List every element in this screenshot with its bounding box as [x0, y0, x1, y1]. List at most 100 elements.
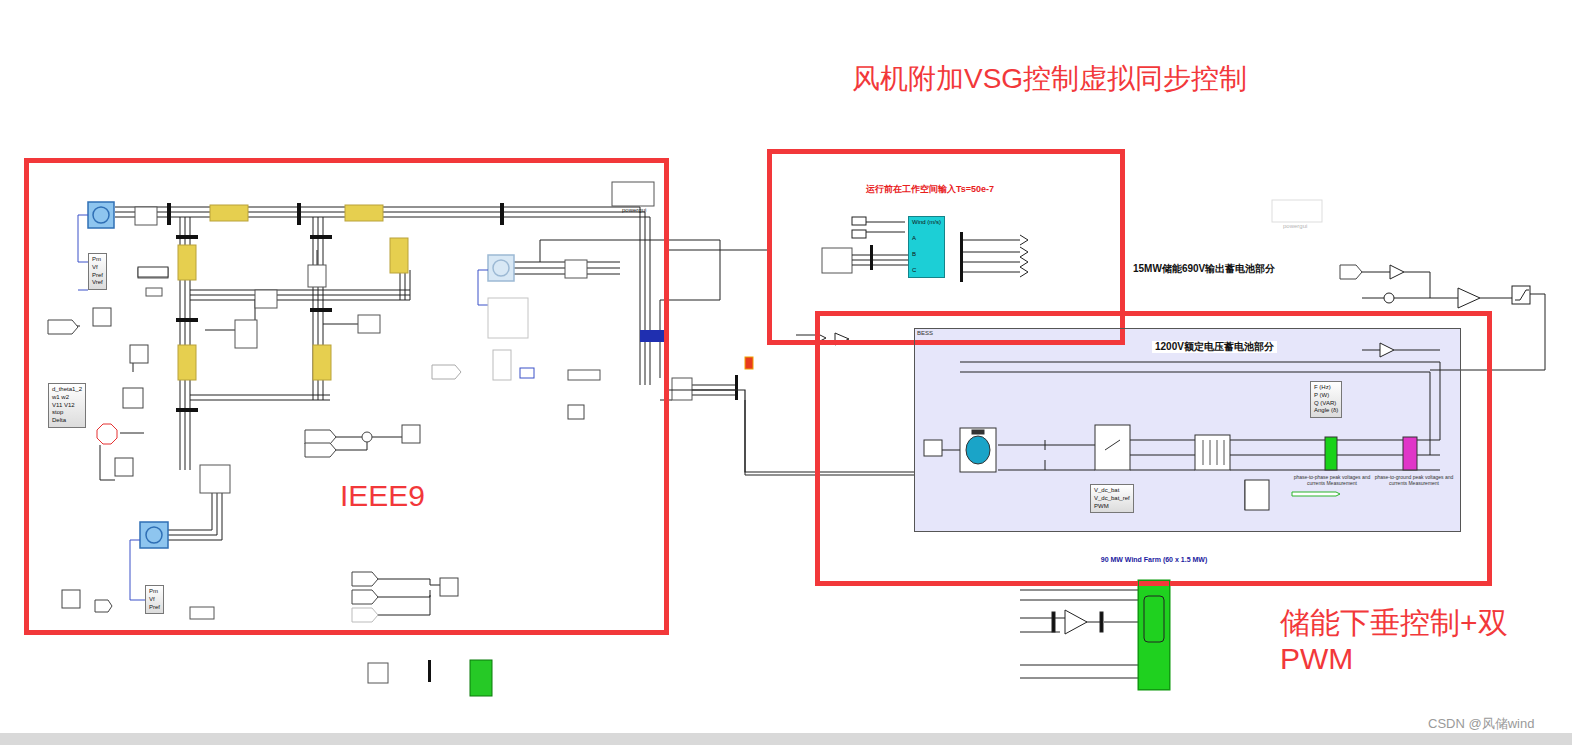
- bess-components: [972, 430, 984, 434]
- control-signal-wire: [478, 270, 488, 305]
- generator-symbol: [88, 202, 114, 228]
- scope-symbol: [130, 345, 148, 363]
- port-label: P (W): [1314, 392, 1338, 400]
- scope-mux-block: d_theta1_2w1 w2V11 V12stopDelta: [48, 383, 86, 428]
- ieee9-wiring: [190, 395, 330, 400]
- port-label: Pref: [92, 272, 103, 280]
- generator-symbol: [93, 207, 109, 223]
- bus-bar: [735, 375, 738, 400]
- port-label: Wind (m/s): [912, 219, 941, 227]
- misc-symbol: [362, 432, 372, 442]
- input-port: [48, 320, 78, 334]
- model-block: [520, 368, 534, 378]
- input-port: [95, 600, 112, 612]
- right-control-wiring: [1512, 286, 1530, 304]
- model-block: [1272, 200, 1322, 222]
- power-wire: [669, 390, 914, 472]
- model-block: [200, 465, 230, 493]
- bess-components: [1203, 440, 1224, 465]
- ieee9-wiring: [400, 270, 410, 300]
- port-label: Q (VAR): [1314, 400, 1338, 408]
- vsg-wiring: [852, 255, 908, 265]
- bess-components: [1325, 437, 1337, 470]
- storage-region: F (Hz)P (W)Q (VAR)Angle (δ)V_dc_batV_dc_…: [815, 311, 1492, 586]
- right-control-wiring: [1390, 265, 1404, 279]
- model-block: [565, 260, 587, 278]
- scope-symbol: [440, 578, 458, 596]
- vsg-wiring: [963, 240, 1020, 272]
- misc-symbol: [640, 330, 664, 342]
- bess-components: [924, 425, 1417, 510]
- model-block: [255, 290, 277, 308]
- bus-bar: [176, 235, 198, 239]
- model-block: [308, 265, 326, 287]
- subsystem-label: 1200V额定电压蓄电池部分: [1152, 341, 1277, 353]
- input-port: [432, 365, 461, 379]
- control-signal-wire: [78, 215, 488, 600]
- misc-symbol: [97, 424, 117, 444]
- bus-bar: [176, 408, 198, 412]
- port-label: Pref: [149, 604, 160, 612]
- input-port: [352, 572, 378, 586]
- generator-control-block: PmVfPrefVref: [88, 253, 107, 290]
- bus-bar: [870, 245, 873, 270]
- bess-components: [1403, 437, 1417, 470]
- right-control-wiring: [1380, 343, 1394, 357]
- input-port: [305, 443, 336, 457]
- port-label: PWM: [1094, 503, 1130, 511]
- model-block: [568, 370, 600, 380]
- model-block: [235, 320, 257, 348]
- model-block: [190, 607, 214, 619]
- port-label: Delta: [52, 417, 82, 425]
- status-bar: [0, 733, 1572, 745]
- wind-farm-wiring: [1144, 596, 1164, 642]
- scope-symbol: [62, 590, 80, 608]
- right-control-wiring: [1384, 293, 1394, 303]
- model-block: [146, 288, 162, 296]
- transmission-line-block: [178, 245, 196, 280]
- ieee9-wiring: [640, 207, 650, 385]
- bess-components: [966, 436, 990, 464]
- region-label: 风机附加VSG控制虚拟同步控制: [852, 62, 1247, 96]
- transmission-line-block: [313, 345, 331, 380]
- control-signal-wire: [78, 215, 88, 290]
- bess-panel-fill: [914, 328, 1461, 532]
- transmission-line-block: [345, 205, 383, 221]
- generator-symbol: [146, 527, 162, 543]
- misc-symbol: [97, 330, 753, 696]
- block-title: 90 MW Wind Farm (60 x 1.5 MW): [1099, 556, 1209, 564]
- block-name: phase-to-phase peak voltages and current…: [1288, 474, 1376, 486]
- wind-farm-block: 90 MW Wind Farm (60 x 1.5 MW): [1138, 580, 1170, 690]
- port-label: Pm: [92, 256, 103, 264]
- ieee9-wiring: [168, 493, 222, 540]
- port-label: Vref: [92, 279, 103, 287]
- bus-bar: [176, 318, 198, 322]
- right-control-wiring: [1362, 350, 1440, 351]
- port-label: Vf: [149, 596, 160, 604]
- port-label: V_dc_bat: [1094, 487, 1130, 495]
- scope-symbol: [568, 405, 584, 419]
- vsg-wiring: [852, 230, 866, 238]
- bess-panel-fill: [914, 328, 1461, 532]
- subsystem-label: BESS: [917, 330, 933, 337]
- right-control-wiring: [1458, 288, 1480, 308]
- transmission-line-block: [178, 345, 196, 380]
- model-block: [822, 248, 852, 273]
- model-block: [358, 315, 380, 333]
- model-block: [493, 350, 511, 380]
- wind-farm-wiring: [1065, 610, 1087, 634]
- wind-farm-wiring: [1138, 580, 1170, 690]
- port-label: F (Hz): [1314, 384, 1338, 392]
- control-signal-wire: [130, 540, 145, 600]
- model-block: [672, 378, 692, 400]
- port-label: B: [912, 251, 941, 259]
- bus-bar: [428, 660, 431, 682]
- scope-symbol: [123, 388, 143, 408]
- pwm-controller-block: V_dc_batV_dc_bat_refPWM: [1090, 484, 1134, 513]
- section-note: 15MW储能690V输出蓄电池部分: [1133, 263, 1275, 275]
- port-label: V11 V12: [52, 402, 82, 410]
- region-label: 储能下垂控制+双PWM: [1280, 605, 1514, 677]
- status-bar: [0, 733, 1572, 745]
- generator-control-block: PmVfPref: [145, 585, 164, 614]
- bus-bar: [310, 308, 332, 312]
